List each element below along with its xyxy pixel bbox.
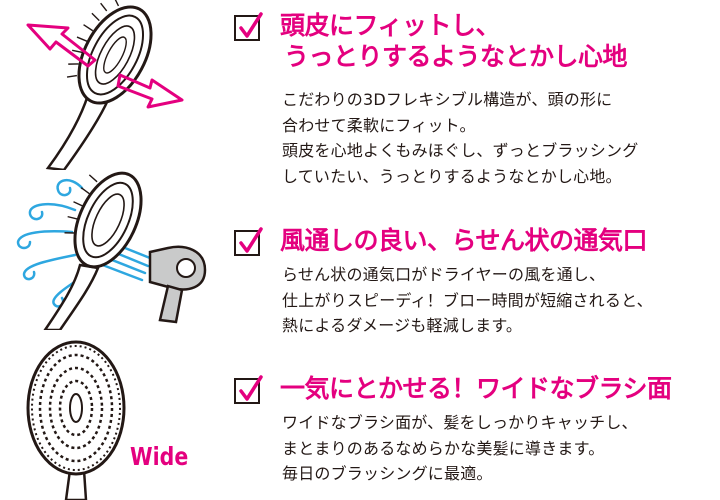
brush-dryer-illustration [16, 171, 207, 330]
brush-flex-illustration [26, 0, 184, 170]
feature-description: こだわりの3Dフレキシブル構造が、頭の形に 合わせて柔軟にフィット。 頭皮を心地… [282, 87, 638, 189]
feature-heading: 頭皮にフィットし、 うっとりするようなとかし心地 [280, 10, 628, 72]
feature-heading: 一気にとかせる！ワイドなブラシ面 [280, 373, 672, 404]
feature-wide-surface: Wide 一気にとかせる！ワイドなブラシ面 ワイドなブラシ面が、髪をしっかりキャ… [0, 330, 720, 500]
feature-description: ワイドなブラシ面が、髪をしっかりキャッチし、 まとまりのあるなめらかな美髪に導き… [282, 410, 638, 487]
checkmark-box-icon [234, 12, 263, 41]
checkmark-box-icon [234, 227, 263, 256]
description-line: 頭皮を心地よくもみほぐし、ずっとブラッシング [282, 141, 639, 160]
feature-description: らせん状の通気口がドライヤーの風を通し、 仕上がりスピーディ！ブロー時間が短縮さ… [282, 262, 653, 339]
feature-heading: 風通しの良い、らせん状の通気口 [280, 225, 648, 256]
wide-label: Wide [130, 442, 189, 471]
description-line: 仕上がりスピーディ！ブロー時間が短縮されると、 [282, 290, 653, 310]
heading-line: うっとりするようなとかし心地 [284, 42, 628, 71]
description-line: 熱によるダメージも軽減します。 [282, 316, 523, 335]
heading-line: 頭皮にフィットし、 [280, 11, 501, 40]
description-line: まとまりのあるなめらかな美髪に導きます。 [282, 438, 605, 458]
description-line: ワイドなブラシ面が、髪をしっかりキャッチし、 [282, 413, 638, 432]
hair-dryer-icon [148, 245, 207, 324]
brush-wide-illustration [26, 340, 126, 500]
description-line: 毎日のブラッシングに最適。 [282, 464, 493, 483]
heading-line: 一気にとかせる！ワイドなブラシ面 [280, 374, 672, 403]
feature-ventilation: 風通しの良い、らせん状の通気口 らせん状の通気口がドライヤーの風を通し、 仕上が… [0, 170, 720, 335]
feature-fit: 頭皮にフィットし、 うっとりするようなとかし心地 こだわりの3Dフレキシブル構造… [0, 0, 720, 186]
description-line: していたい、うっとりするようなとかし心地。 [282, 166, 622, 186]
description-line: 合わせて柔軟にフィット。 [282, 115, 476, 135]
description-line: らせん状の通気口がドライヤーの風を通し、 [282, 265, 606, 284]
checkmark-box-icon [234, 375, 263, 404]
heading-line: 風通しの良い、らせん状の通気口 [280, 226, 648, 255]
description-line: こだわりの3Dフレキシブル構造が、頭の形に [282, 90, 613, 109]
